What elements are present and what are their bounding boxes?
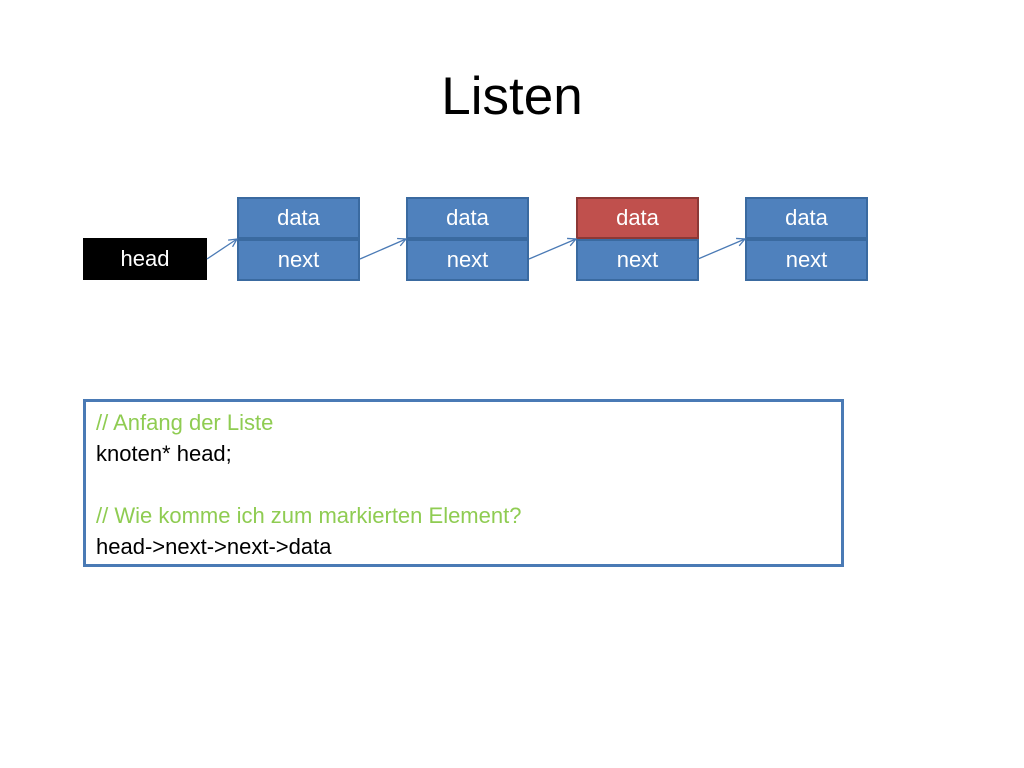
- node-next-cell: next: [406, 239, 529, 281]
- arrow-node-1-to-node-2: [359, 239, 406, 260]
- list-node-4: data next: [745, 197, 868, 281]
- code-comment-question: // Wie komme ich zum markierten Element?: [96, 503, 522, 528]
- node-next-cell: next: [237, 239, 360, 281]
- code-line-access: head->next->next->data: [96, 534, 332, 559]
- list-node-2: data next: [406, 197, 529, 281]
- node-data-cell: data: [576, 197, 699, 239]
- node-data-cell: data: [406, 197, 529, 239]
- list-node-1: data next: [237, 197, 360, 281]
- arrow-head-to-node-1: [206, 239, 237, 260]
- arrow-node-3-to-node-4: [697, 239, 745, 260]
- code-box: // Anfang der Liste knoten* head; // Wie…: [83, 399, 844, 567]
- code-blank-line: [96, 469, 831, 500]
- code-line-declaration: knoten* head;: [96, 441, 232, 466]
- node-data-cell: data: [237, 197, 360, 239]
- head-label: head: [120, 246, 170, 271]
- list-node-3-highlighted: data next: [576, 197, 699, 281]
- code-comment-start: // Anfang der Liste: [96, 410, 274, 435]
- node-next-cell: next: [745, 239, 868, 281]
- arrow-node-2-to-node-3: [528, 239, 576, 260]
- slide-title: Listen: [441, 67, 583, 126]
- node-data-cell: data: [745, 197, 868, 239]
- node-next-cell: next: [576, 239, 699, 281]
- head-pointer-box: head: [83, 238, 207, 280]
